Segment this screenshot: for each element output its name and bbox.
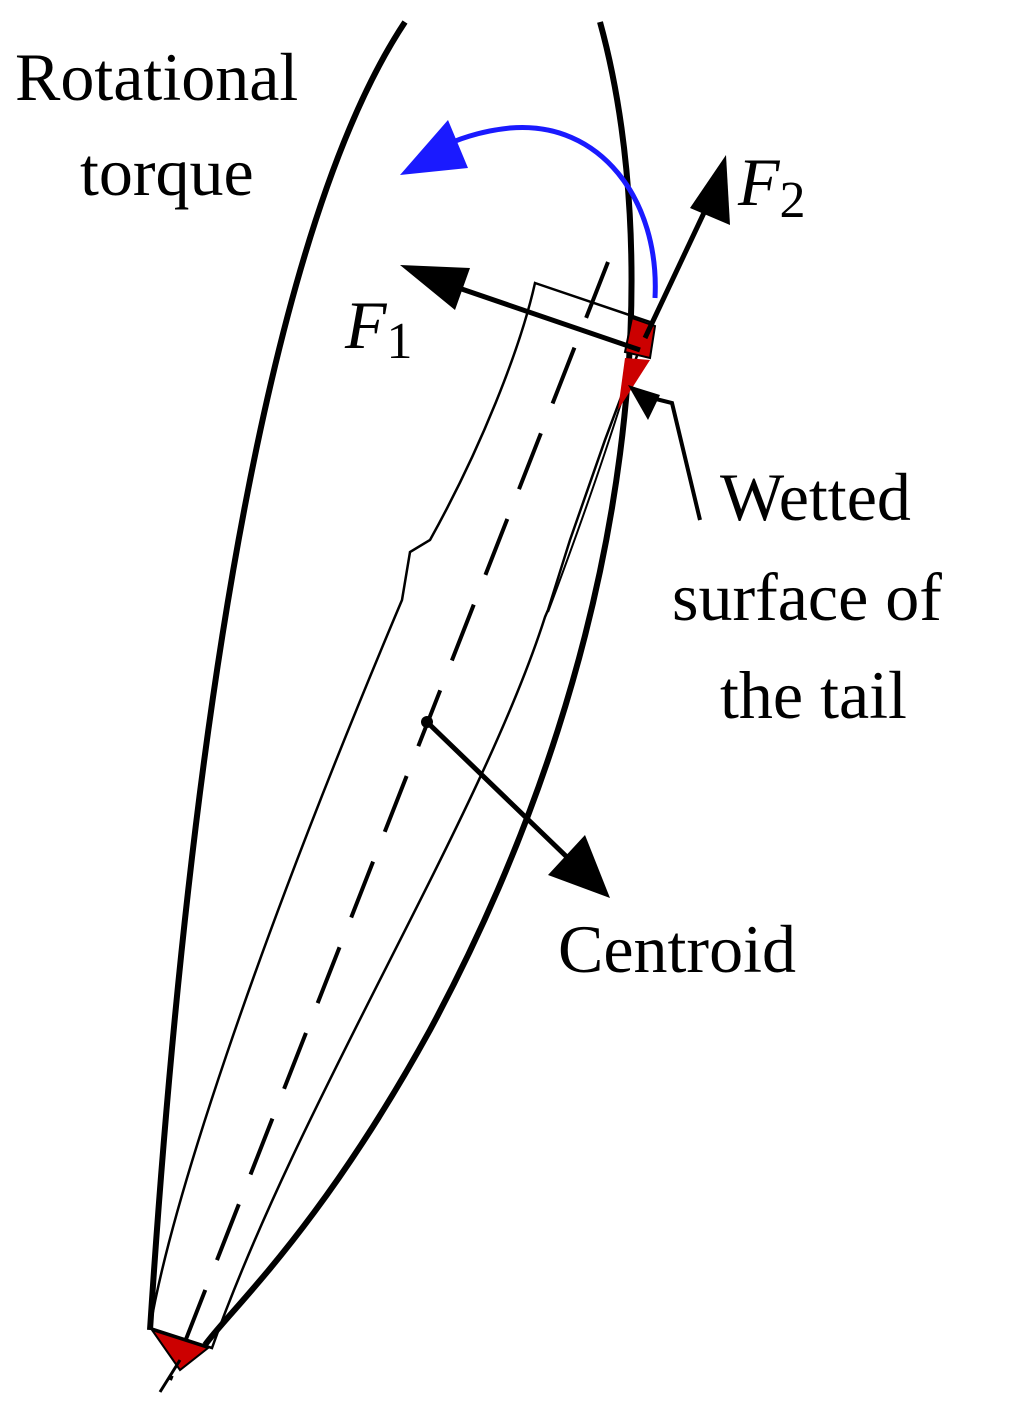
label-wetted-3: the tail [720, 657, 907, 733]
f2-arrow-head [690, 155, 730, 225]
nose-axis-line [158, 1359, 182, 1393]
centroid-pointer-head [548, 835, 610, 898]
label-rotational: Rotational [15, 39, 298, 115]
centerline [168, 261, 610, 1381]
label-wetted-2: surface of [672, 559, 942, 635]
cavity-outline-right [202, 21, 635, 1347]
f1-symbol: F [344, 287, 388, 363]
torque-arrow-head [400, 120, 468, 175]
f2-arrow-shaft [642, 198, 713, 340]
f1-subscript: 1 [387, 313, 413, 370]
label-f1: F1 [344, 287, 413, 370]
label-f2: F2 [737, 144, 806, 229]
f1-arrow-shaft [449, 282, 641, 353]
label-wetted-1: Wetted [720, 459, 911, 535]
torque-arrow-arc [438, 124, 658, 299]
label-centroid: Centroid [558, 911, 796, 987]
centroid-pointer-shaft [425, 720, 572, 862]
wetted-surface-lower [618, 358, 650, 410]
projectile-side-line [547, 399, 623, 613]
f1-arrow-head [400, 265, 470, 310]
projectile-body [148, 281, 652, 1350]
wetted-surface-nose [149, 1328, 211, 1372]
f2-subscript: 2 [780, 172, 806, 229]
wetted-pointer-head [628, 385, 660, 420]
cavity-outline-left [147, 20, 408, 1331]
label-torque: torque [80, 134, 254, 210]
f2-symbol: F [737, 144, 781, 220]
